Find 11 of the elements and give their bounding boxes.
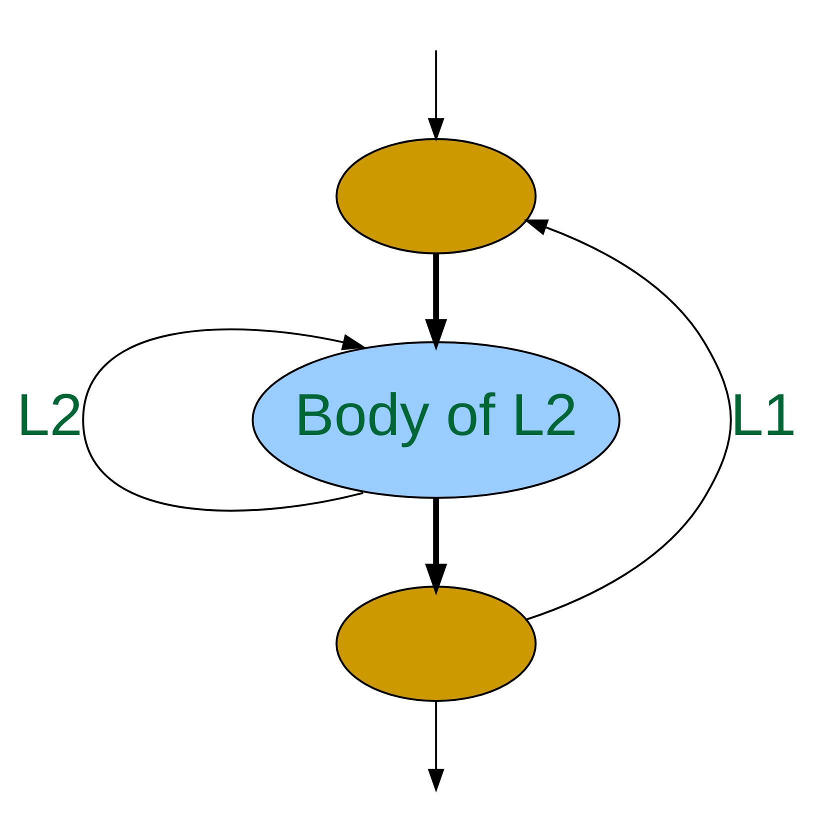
edge-label: L2 bbox=[16, 380, 83, 448]
arrow bbox=[425, 498, 448, 595]
arrow bbox=[425, 253, 448, 350]
arrow bbox=[524, 219, 732, 620]
node-ellipse bbox=[336, 138, 537, 254]
edge-label: L1 bbox=[730, 380, 796, 448]
arrow bbox=[82, 328, 366, 512]
arrow bbox=[428, 700, 444, 792]
arrow bbox=[428, 50, 444, 142]
node-ellipse: Body of L2 bbox=[252, 340, 620, 498]
node-ellipse bbox=[336, 585, 537, 702]
